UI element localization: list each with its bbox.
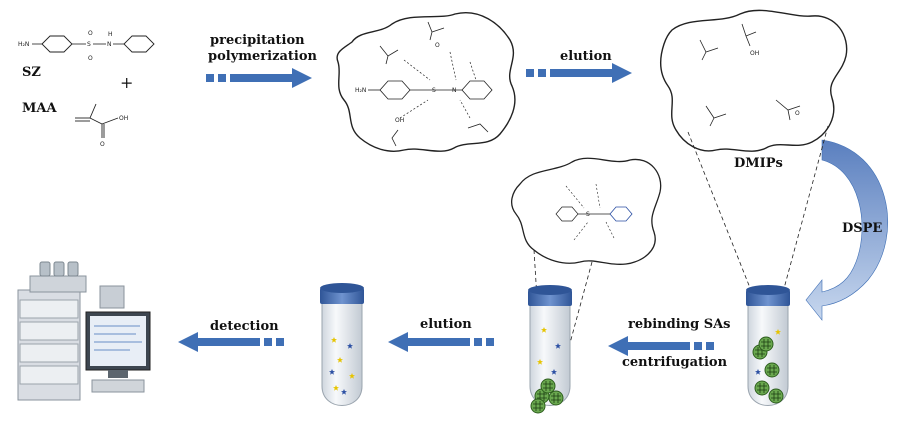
rebound-sulfur-text: S bbox=[586, 211, 590, 218]
sz-amine-text: H₂N bbox=[18, 41, 29, 48]
tube-eluted bbox=[320, 283, 364, 406]
maa-hydroxyl: OH bbox=[119, 115, 128, 122]
arrow-elution-1 bbox=[526, 63, 632, 83]
sz-benzene-ring-2 bbox=[123, 35, 155, 53]
cavity-oxygen-text: O bbox=[795, 110, 800, 117]
sz-structure: H₂N S O O N H bbox=[18, 30, 155, 62]
template-nitrogen-text: N bbox=[452, 87, 457, 94]
arrow-dspe bbox=[805, 139, 888, 321]
tube-dspe bbox=[746, 285, 790, 406]
polymer-cavity bbox=[660, 9, 848, 152]
rebinding-label: rebinding SAs bbox=[628, 317, 731, 332]
template-amine-text: H₂N bbox=[355, 87, 366, 94]
elution-label-top: elution bbox=[560, 49, 612, 64]
sz-benzene-ring-1 bbox=[41, 35, 73, 53]
zoom-lines-right bbox=[687, 125, 829, 319]
cavity-hydroxyl-text: OH bbox=[750, 50, 759, 57]
sz-nitrogen-text: N bbox=[107, 41, 112, 48]
sz-oxygen-top: O bbox=[88, 30, 93, 37]
precipitation-label: precipitation bbox=[210, 33, 305, 48]
arrow-polymerization bbox=[206, 68, 312, 88]
arrow-elution-2 bbox=[388, 332, 494, 352]
template-hydroxyl-text: OH bbox=[395, 117, 404, 124]
detection-label: detection bbox=[210, 319, 279, 334]
sz-label: SZ bbox=[22, 65, 41, 80]
arrow-rebinding bbox=[608, 336, 714, 356]
centrifugation-label: centrifugation bbox=[622, 355, 728, 370]
polymerization-label: polymerization bbox=[208, 49, 317, 64]
maa-structure bbox=[75, 103, 119, 138]
template-sulfur-text: S bbox=[432, 87, 436, 94]
template-oxygen-text: O bbox=[435, 42, 440, 49]
sz-oxygen-bottom: O bbox=[88, 55, 93, 62]
elution-label-bottom: elution bbox=[420, 317, 472, 332]
dmips-label: DMIPs bbox=[734, 156, 783, 171]
maa-oxygen: O bbox=[100, 141, 105, 148]
polymer-with-template bbox=[336, 12, 516, 152]
sz-sulfur-text: S bbox=[87, 41, 91, 48]
sz-hydrogen-text: H bbox=[108, 31, 113, 38]
polymer-rebound bbox=[510, 157, 662, 265]
tube-rebound bbox=[528, 285, 572, 414]
hplc-instrument bbox=[17, 261, 151, 401]
plus-sign: + bbox=[120, 73, 133, 92]
dspe-label: DSPE bbox=[842, 221, 883, 236]
arrow-detection bbox=[178, 332, 284, 352]
maa-label: MAA bbox=[22, 101, 57, 116]
